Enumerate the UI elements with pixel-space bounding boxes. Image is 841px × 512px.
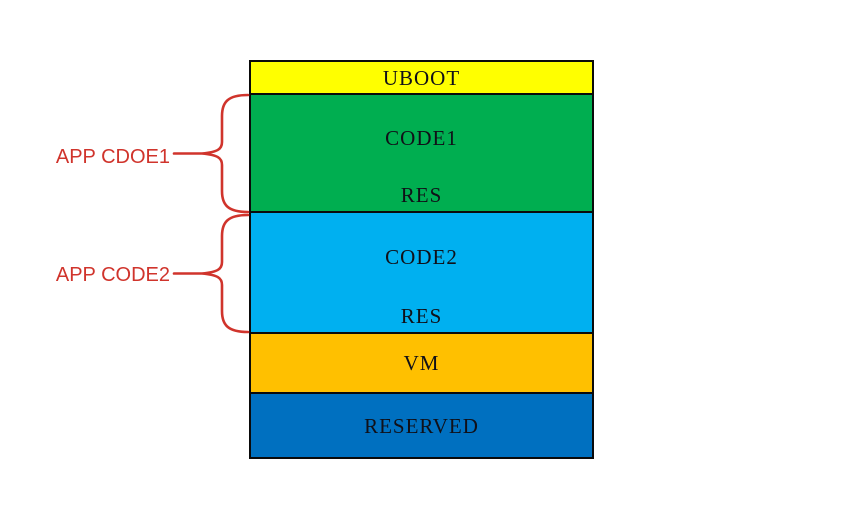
curly-brace-icon: [172, 213, 250, 334]
block-label: CODE2: [385, 245, 458, 269]
block-label: RES: [400, 183, 443, 207]
block-uboot: UBOOT: [249, 60, 594, 95]
annotation-label-app-code1: APP CDOE1: [55, 146, 170, 168]
block-label: CODE1: [385, 126, 458, 150]
memory-map-column: UBOOT CODE1 RES CODE2 RES VM RESERVED: [249, 60, 594, 459]
block-app-code1: CODE1 RES: [249, 95, 594, 213]
block-reserved: RESERVED: [249, 394, 594, 459]
block-vm: VM: [249, 334, 594, 394]
block-label: UBOOT: [382, 65, 461, 90]
block-label: RES: [400, 304, 443, 328]
block-label: VM: [403, 351, 440, 375]
block-label: RESERVED: [364, 413, 479, 438]
block-app-code2: CODE2 RES: [249, 213, 594, 334]
curly-brace-icon: [172, 93, 250, 214]
annotation-label-app-code2: APP CODE2: [55, 264, 170, 286]
